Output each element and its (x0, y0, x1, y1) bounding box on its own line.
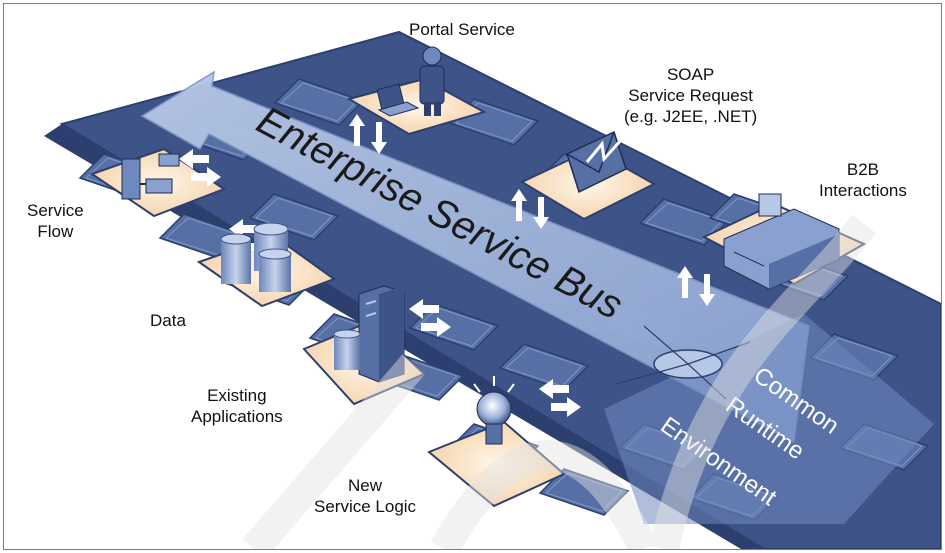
existing-applications-label: Existing Applications (191, 386, 283, 426)
factory-icon (723, 193, 840, 290)
new-service-logic-label: New Service Logic (314, 476, 417, 516)
esb-diagram: Enterprise Service Bus Common Runtime En… (44, 30, 941, 549)
runtime-hub (615, 325, 751, 400)
server-icon (333, 285, 405, 383)
data-label: Data (150, 311, 186, 330)
service-flow-label: Service Flow (27, 201, 84, 241)
portal-service-label: Portal Service (409, 20, 515, 39)
lightbulb-icon (473, 376, 515, 445)
envelope-icon (566, 130, 627, 194)
soap-service-request-label: SOAP Service Request (e.g. J2EE, .NET) (624, 65, 758, 126)
b2b-interactions-label: B2B Interactions (819, 160, 907, 200)
laptop-user-icon (376, 46, 445, 117)
diagram-frame: Enterprise Service Bus Common Runtime En… (3, 3, 942, 550)
watermark (242, 214, 876, 549)
database-icon (220, 222, 292, 292)
flowchart-icon (121, 153, 180, 200)
runtime-layer (604, 314, 934, 524)
